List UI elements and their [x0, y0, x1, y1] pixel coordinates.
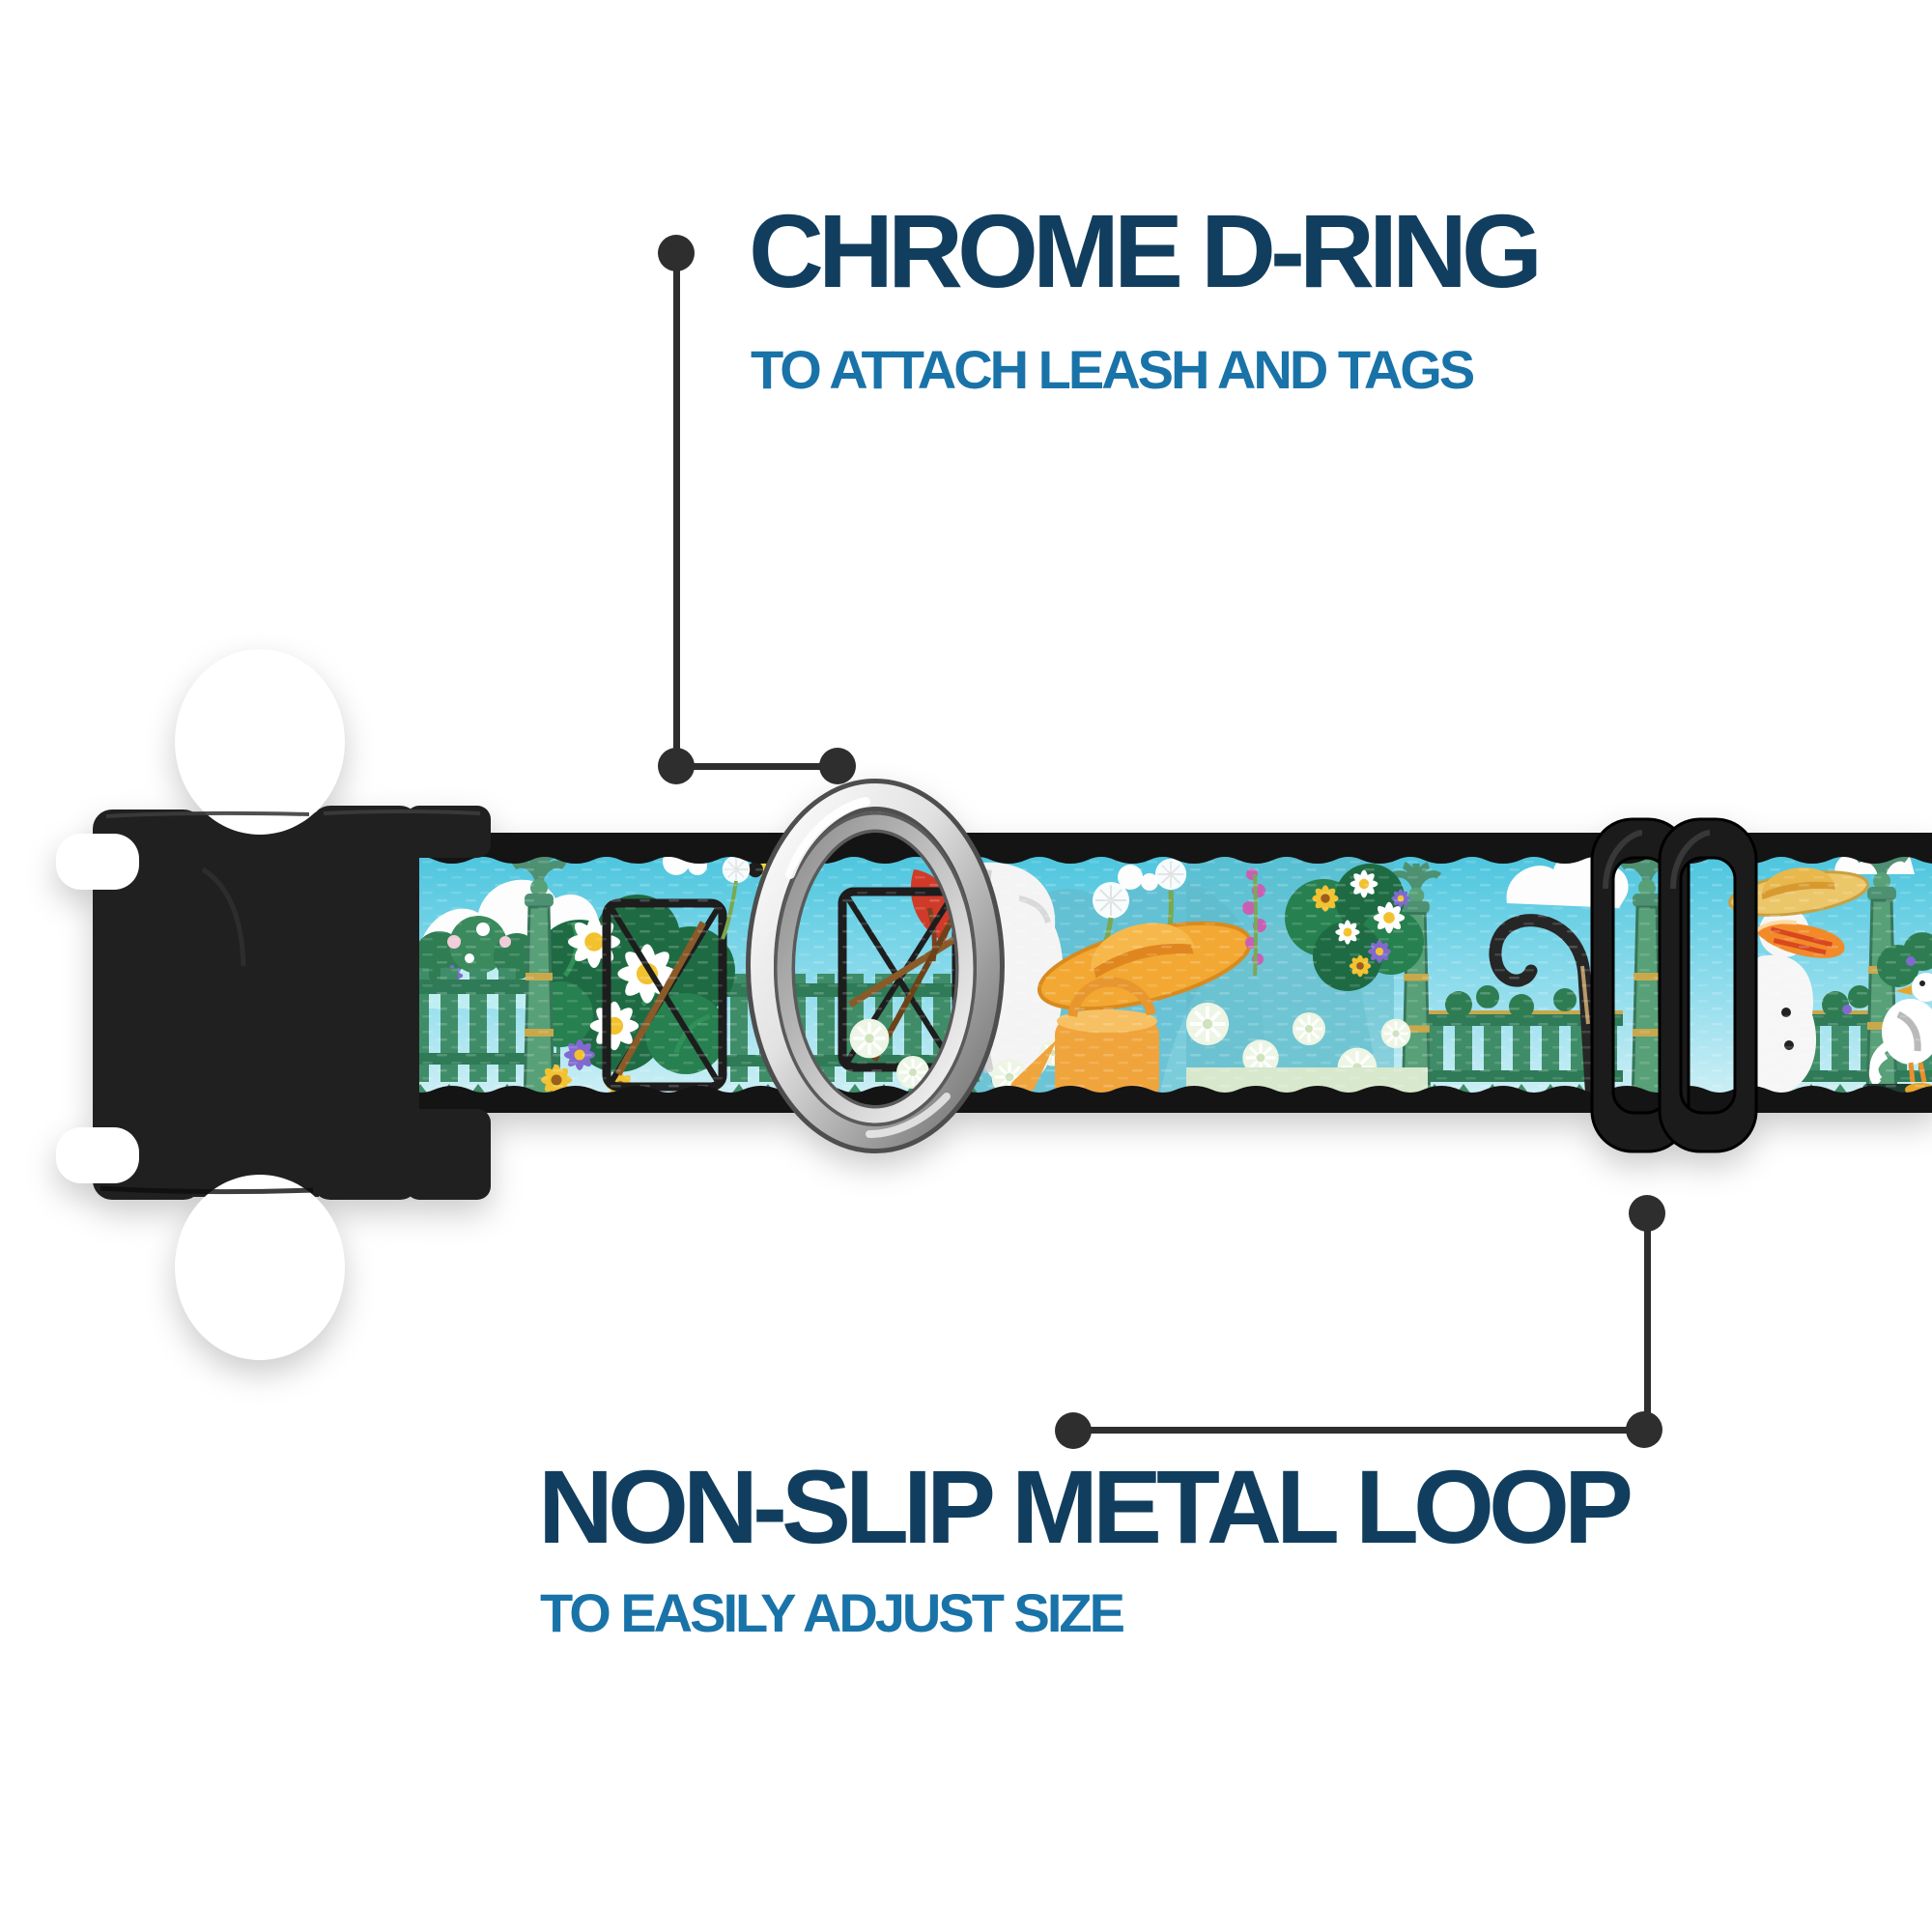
callout-subtitle-metal-loop: TO EASILY ADJUST SIZE	[540, 1582, 1125, 1643]
callout-line	[1644, 1213, 1651, 1430]
callout-title-metal-loop: NON-SLIP METAL LOOP	[538, 1448, 1634, 1565]
callout-title-chrome-d-ring: CHROME D-RING	[749, 192, 1543, 309]
plastic-buckle	[56, 649, 491, 1360]
callout-line	[676, 763, 838, 770]
callout-line	[1073, 1427, 1644, 1434]
webbing-strap	[403, 833, 1932, 1113]
chrome-d-ring	[746, 779, 1005, 1153]
callout-line	[673, 253, 680, 766]
callout-subtitle-chrome-d-ring: TO ATTACH LEASH AND TAGS	[751, 339, 1475, 400]
callout-dot	[1055, 1412, 1092, 1449]
callout-dot	[819, 748, 856, 784]
metal-loop-slider	[1590, 817, 1758, 1153]
